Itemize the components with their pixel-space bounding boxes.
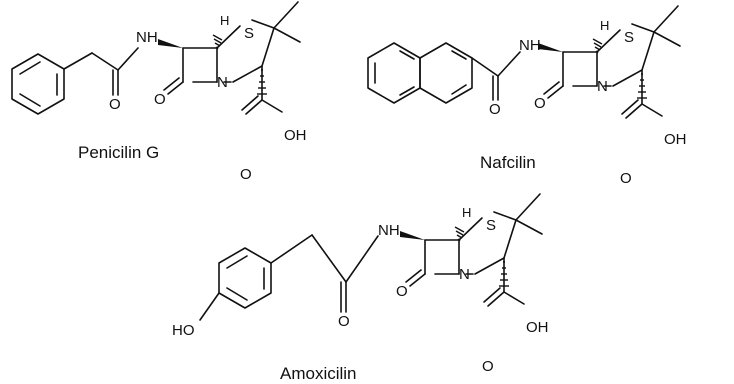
- nafcilin-bonds: [367, 42, 521, 104]
- amoxicilin-acid-o-label: O: [482, 358, 494, 375]
- nafcilin-h-label: H: [600, 18, 609, 33]
- amoxicilin-ho-label: HO: [172, 322, 195, 339]
- amoxicilin-amide-o-label: O: [338, 313, 350, 330]
- penicilin-g-caption: Penicilin G: [78, 143, 159, 162]
- amoxicilin-caption: Amoxicilin: [280, 364, 357, 383]
- nafcilin-nh-label: NH: [519, 37, 541, 54]
- nafcilin-oh-label: OH: [664, 131, 687, 148]
- amoxicilin-lactam-o-label: O: [396, 283, 408, 300]
- amoxicilin-s-label: S: [486, 217, 496, 234]
- nafcilin-caption: Nafcilin: [480, 153, 536, 172]
- molecule-amoxicilin: NH H S N O O O OH HO Amoxicilin: [172, 193, 549, 383]
- nafcilin-s-label: S: [624, 29, 634, 46]
- penicilin-g-acid-o-label: O: [240, 166, 252, 183]
- penicilin-g-nh-label: NH: [136, 29, 158, 46]
- nafcilin-lactam-o-label: O: [534, 95, 546, 112]
- amoxicilin-oh-label: OH: [526, 319, 549, 336]
- penicilin-g-n-label: N: [217, 74, 228, 91]
- penicilin-g-bonds: [11, 47, 139, 115]
- amoxicilin-nh-label: NH: [378, 222, 400, 239]
- penicilin-g-h-label: H: [220, 13, 229, 28]
- penicilin-g-amide-o-label: O: [109, 96, 121, 113]
- amoxicilin-bonds: [199, 234, 379, 321]
- penicilin-g-lactam-o-label: O: [154, 91, 166, 108]
- amoxicilin-h-label: H: [462, 205, 471, 220]
- nafcilin-acid-o-label: O: [620, 170, 632, 187]
- molecule-penicilin-g: NH H S N O O O OH Penicilin G: [11, 1, 307, 183]
- molecule-nafcilin: NH H S N O O O OH Nafcilin: [367, 5, 687, 187]
- penicilin-g-oh-label: OH: [284, 127, 307, 144]
- amoxicilin-n-label: N: [459, 266, 470, 283]
- nafcilin-amide-o-label: O: [489, 101, 501, 118]
- penicilin-g-s-label: S: [244, 25, 254, 42]
- nafcilin-n-label: N: [597, 78, 608, 95]
